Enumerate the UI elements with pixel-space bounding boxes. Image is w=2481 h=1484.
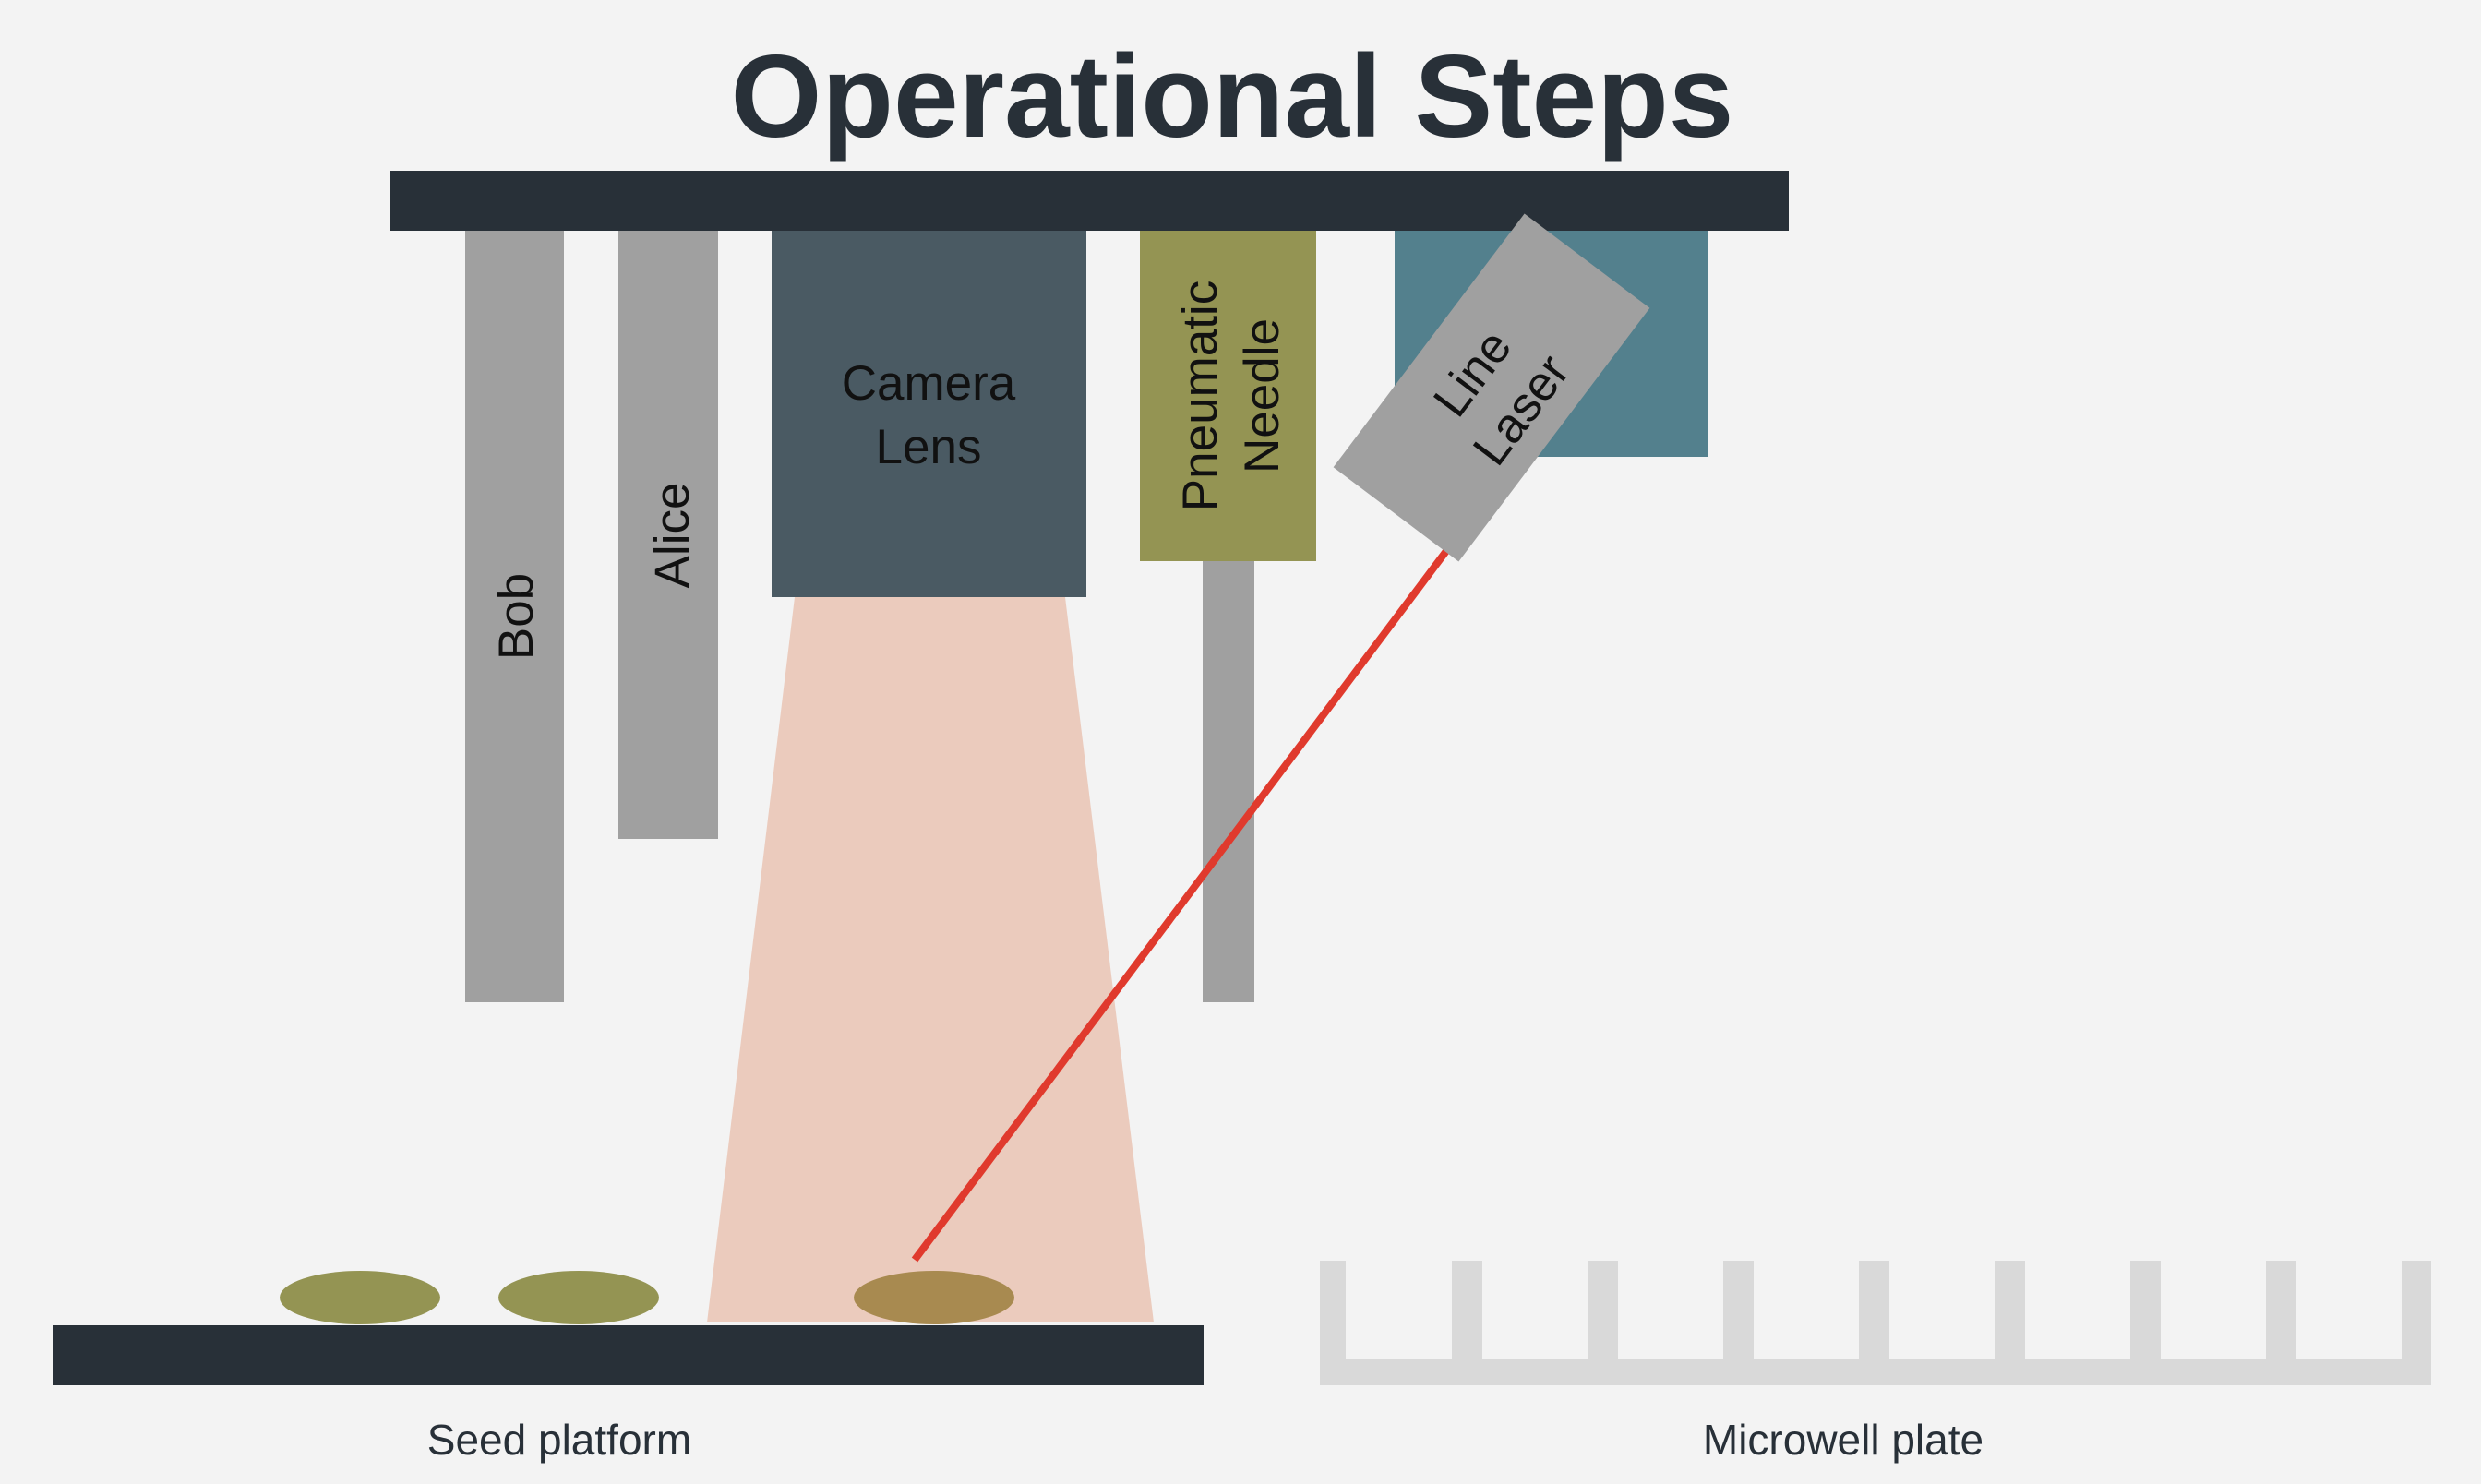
diagram-title: Operational Steps — [731, 30, 1734, 162]
bob-label: Bob — [489, 573, 544, 660]
seed-platform — [53, 1325, 1204, 1385]
camera-field-of-view — [707, 597, 1154, 1322]
microwell-plate — [1320, 1261, 2431, 1385]
camera-label-line1: Camera — [842, 356, 1016, 411]
camera-lens — [772, 231, 1086, 597]
needle-label-line1: Pneumatic — [1173, 281, 1228, 511]
laser-beam — [911, 537, 1458, 1263]
pneumatic-needle — [1140, 231, 1316, 561]
alice-label: Alice — [645, 483, 700, 589]
needle-label-line2: Needle — [1235, 318, 1289, 473]
seed — [280, 1271, 440, 1324]
needle-shaft — [1203, 561, 1254, 1002]
camera-label-line2: Lens — [876, 420, 982, 474]
alice-arm — [618, 231, 718, 839]
seed-platform-label: Seed platform — [427, 1416, 691, 1464]
bob-arm — [465, 231, 564, 1002]
seed — [498, 1271, 659, 1324]
line-laser: Line Laser — [1333, 213, 1650, 562]
gantry-beam — [390, 171, 1789, 231]
microwell-plate-label: Microwell plate — [1703, 1416, 1984, 1464]
seed-targeted — [854, 1271, 1014, 1324]
